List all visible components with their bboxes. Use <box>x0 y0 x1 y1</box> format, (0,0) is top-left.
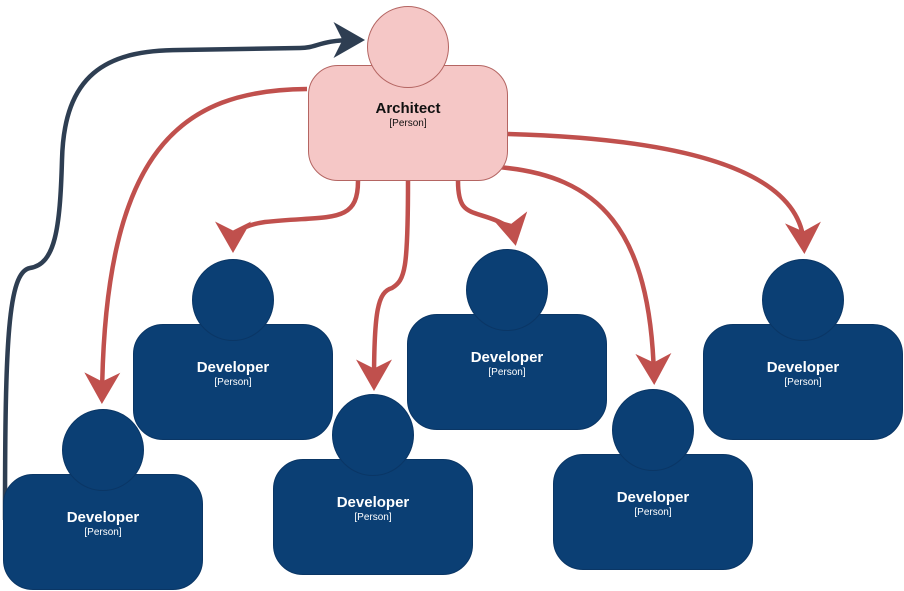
node-name: Developer <box>66 509 140 526</box>
edge-architect-dev4 <box>455 180 528 246</box>
node-type: [Person] <box>389 118 427 129</box>
node-name: Developer <box>336 494 410 511</box>
node-name: Developer <box>616 489 690 506</box>
node-name: Architect <box>375 100 441 117</box>
developer-body: Developer [Person] <box>133 324 333 440</box>
developer-node[interactable]: Developer [Person] <box>407 249 607 430</box>
node-type: [Person] <box>488 367 526 378</box>
edge-dev1-architect <box>2 22 365 521</box>
node-type: [Person] <box>84 527 122 538</box>
architect-node[interactable]: Architect [Person] <box>308 6 508 181</box>
developer-body: Developer [Person] <box>3 474 203 590</box>
developer-head <box>762 259 844 341</box>
developer-body: Developer [Person] <box>553 454 753 570</box>
developer-node[interactable]: Developer [Person] <box>133 259 333 440</box>
node-type: [Person] <box>634 507 672 518</box>
developer-node[interactable]: Developer [Person] <box>3 409 203 590</box>
edge-architect-dev1 <box>84 86 308 404</box>
node-type: [Person] <box>214 377 252 388</box>
edge-architect-dev6 <box>507 131 821 254</box>
developer-node[interactable]: Developer [Person] <box>553 389 753 570</box>
developer-head <box>62 409 144 491</box>
developer-head <box>612 389 694 471</box>
developer-node[interactable]: Developer [Person] <box>273 394 473 575</box>
developer-head <box>332 394 414 476</box>
node-name: Developer <box>470 349 544 366</box>
developer-head <box>192 259 274 341</box>
edge-architect-dev5 <box>496 164 672 385</box>
developer-node[interactable]: Developer [Person] <box>703 259 903 440</box>
architect-head <box>367 6 449 88</box>
developer-body: Developer [Person] <box>407 314 607 430</box>
edge-architect-dev3 <box>356 180 411 391</box>
node-type: [Person] <box>784 377 822 388</box>
developer-head <box>466 249 548 331</box>
edge-architect-dev2 <box>215 180 361 253</box>
node-name: Developer <box>766 359 840 376</box>
developer-body: Developer [Person] <box>273 459 473 575</box>
developer-body: Developer [Person] <box>703 324 903 440</box>
node-name: Developer <box>196 359 270 376</box>
node-type: [Person] <box>354 512 392 523</box>
